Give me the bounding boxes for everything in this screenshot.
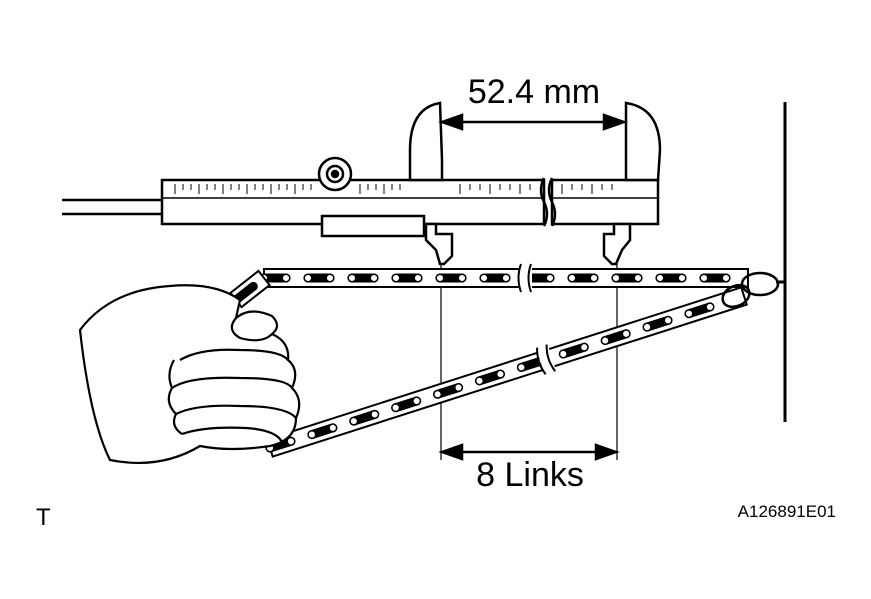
upper-strand-pin bbox=[347, 273, 357, 283]
links-dimension-arrow bbox=[438, 443, 620, 461]
corner-mark: T bbox=[36, 504, 51, 531]
vernier-caliper bbox=[160, 101, 662, 266]
upper-strand-pin bbox=[325, 273, 335, 283]
lower-strand-pin bbox=[516, 362, 526, 372]
upper-strand-pin bbox=[479, 273, 489, 283]
lower-strand-pin bbox=[600, 335, 610, 346]
upper-strand-pin bbox=[721, 273, 731, 283]
figure-code: A126891E01 bbox=[738, 502, 836, 521]
upper-strand-pin bbox=[413, 273, 423, 283]
lower-strand-pin bbox=[453, 382, 464, 393]
lower-strand-break-gap bbox=[536, 344, 557, 375]
lower-strand-pin bbox=[328, 423, 338, 433]
measurement-dimension-arrow bbox=[438, 113, 628, 131]
lower-strand-band bbox=[265, 286, 749, 458]
lower-strand-pin bbox=[349, 416, 359, 426]
upper-strand-pin bbox=[369, 273, 379, 283]
upper-strand-pin bbox=[699, 273, 709, 283]
lower-strand-pin bbox=[579, 342, 589, 352]
hand bbox=[78, 284, 301, 465]
measurement-label: 52.4 mm bbox=[468, 73, 600, 111]
upper-strand-pin bbox=[589, 273, 599, 283]
lower-strand-pin bbox=[495, 369, 505, 379]
lower-strand-pin bbox=[391, 403, 401, 413]
caliper-rod bbox=[62, 198, 162, 216]
upper-strand-pin bbox=[545, 273, 555, 283]
upper-strand-pin bbox=[501, 273, 511, 283]
end-link bbox=[740, 271, 780, 297]
lower-strand-pin bbox=[642, 322, 652, 332]
lower-strand-pin bbox=[307, 430, 317, 440]
end-link-2 bbox=[721, 283, 751, 309]
upper-strand-pin bbox=[435, 273, 445, 283]
lower-strand-pin bbox=[684, 309, 694, 319]
upper-strand-break-mark bbox=[517, 263, 532, 293]
lower-strand-break-mark bbox=[536, 344, 556, 375]
upper-strand-pin bbox=[303, 273, 313, 283]
lower-strand-pin bbox=[412, 396, 422, 406]
upper-strand-pin bbox=[567, 273, 577, 283]
caliper-scale-ticks bbox=[174, 184, 613, 194]
lower-strand-pin bbox=[370, 409, 380, 419]
upper-strand-pin bbox=[677, 273, 687, 283]
upper-strand-pin bbox=[281, 273, 291, 283]
lower-strand-pin bbox=[705, 302, 715, 312]
lower-strand-pin bbox=[433, 389, 443, 399]
upper-strand-pin bbox=[611, 273, 621, 283]
lower-strand-pin bbox=[621, 329, 631, 339]
timing-chain bbox=[229, 263, 785, 458]
link-count-label: 8 Links bbox=[476, 456, 584, 494]
upper-strand-pin bbox=[391, 273, 401, 283]
upper-strand-pin bbox=[457, 273, 467, 283]
lower-strand-pin bbox=[286, 436, 296, 446]
upper-strand-pin bbox=[655, 273, 665, 283]
extension-lines bbox=[440, 264, 618, 460]
lower-strand-pin bbox=[663, 315, 673, 325]
lower-strand-pin bbox=[558, 349, 568, 359]
lower-strand-pin bbox=[474, 376, 485, 386]
upper-strand-pin bbox=[633, 273, 643, 283]
